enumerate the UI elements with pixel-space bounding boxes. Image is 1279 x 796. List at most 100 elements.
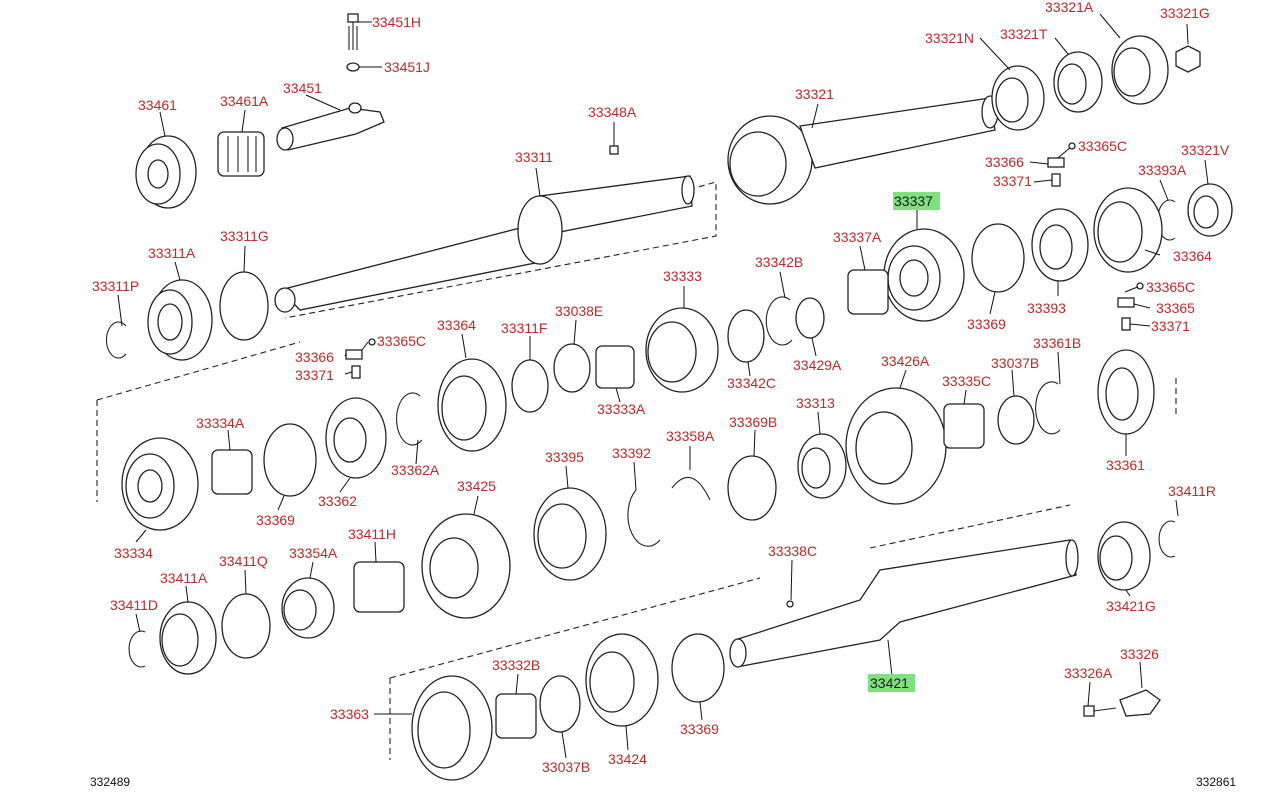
part-label-33361B[interactable]: 33361B bbox=[1033, 335, 1081, 351]
part-label-33421[interactable]: 33421 bbox=[870, 675, 909, 691]
bearing-33321V-shape bbox=[1187, 183, 1233, 237]
part-label-33311P[interactable]: 33311P bbox=[92, 278, 139, 294]
sleeve-33364-shape bbox=[1093, 187, 1163, 273]
ball-bearing-33411A-shape bbox=[159, 601, 217, 675]
part-label-33411A[interactable]: 33411A bbox=[160, 570, 208, 586]
snap-ring-33392-shape bbox=[627, 489, 661, 547]
part-label-33337[interactable]: 33337 bbox=[894, 193, 933, 209]
ball-33338C-shape bbox=[786, 600, 794, 608]
part-label-33365C-b[interactable]: 33365C bbox=[1146, 279, 1195, 295]
part-label-33321V[interactable]: 33321V bbox=[1181, 142, 1230, 158]
part-label-33333[interactable]: 33333 bbox=[663, 268, 702, 284]
part-label-33321[interactable]: 33321 bbox=[795, 86, 834, 102]
part-label-33395[interactable]: 33395 bbox=[545, 449, 584, 465]
part-label-33365C-c[interactable]: 33365C bbox=[377, 333, 426, 349]
part-label-33311F[interactable]: 33311F bbox=[501, 320, 547, 336]
part-label-33342C[interactable]: 33342C bbox=[727, 375, 776, 391]
snap-ring-33411Q-shape bbox=[221, 593, 271, 659]
assembly-outline-middle bbox=[96, 341, 1177, 502]
sleeve-33395-shape bbox=[533, 487, 607, 581]
part-label-33429A[interactable]: 33429A bbox=[793, 357, 842, 373]
spring-33371b-shape bbox=[1121, 317, 1131, 331]
part-label-33311A[interactable]: 33311A bbox=[148, 245, 196, 261]
part-label-33326[interactable]: 33326 bbox=[1120, 646, 1159, 662]
bearing-33335C-shape bbox=[943, 403, 985, 449]
part-label-33334[interactable]: 33334 bbox=[114, 545, 153, 561]
hub-33393-shape bbox=[1031, 208, 1089, 282]
hub-33362-shape bbox=[325, 397, 387, 479]
ball-bearing-33311A-shape bbox=[147, 279, 213, 361]
part-label-33037B-a[interactable]: 33037B bbox=[991, 355, 1039, 371]
key-33365-shape bbox=[1117, 297, 1135, 308]
part-label-33451J[interactable]: 33451J bbox=[384, 59, 430, 75]
part-label-33321G[interactable]: 33321G bbox=[1160, 5, 1210, 21]
part-label-33366-a[interactable]: 33366 bbox=[985, 154, 1024, 170]
part-label-33361[interactable]: 33361 bbox=[1106, 457, 1145, 473]
part-label-33364-b[interactable]: 33364 bbox=[437, 317, 476, 333]
part-label-33338C[interactable]: 33338C bbox=[768, 543, 817, 559]
part-label-33363[interactable]: 33363 bbox=[330, 706, 369, 722]
gear-33425-shape bbox=[421, 513, 511, 619]
part-label-33451[interactable]: 33451 bbox=[283, 80, 322, 96]
part-label-33369-a[interactable]: 33369 bbox=[967, 316, 1006, 332]
part-label-33313[interactable]: 33313 bbox=[796, 395, 835, 411]
part-label-33411H[interactable]: 33411H bbox=[348, 526, 396, 542]
part-label-33371-b[interactable]: 33371 bbox=[1151, 318, 1190, 334]
spring-33371-shape bbox=[1051, 173, 1061, 187]
part-label-33362[interactable]: 33362 bbox=[318, 493, 357, 509]
part-label-33411Q[interactable]: 33411Q bbox=[219, 553, 268, 569]
part-label-33364-a[interactable]: 33364 bbox=[1173, 248, 1212, 264]
part-label-33365[interactable]: 33365 bbox=[1156, 300, 1195, 316]
sleeve-33364b-shape bbox=[437, 358, 507, 452]
snap-ring-33342B-shape bbox=[765, 296, 793, 346]
leader-lines bbox=[117, 13, 1209, 759]
part-label-33425[interactable]: 33425 bbox=[457, 478, 496, 494]
bearing-33334A-shape bbox=[211, 449, 253, 495]
part-label-33321T[interactable]: 33321T bbox=[1000, 26, 1048, 42]
synchro-ring-33369b-shape bbox=[263, 423, 317, 497]
part-label-33311[interactable]: 33311 bbox=[515, 149, 553, 165]
part-label-33461[interactable]: 33461 bbox=[138, 97, 177, 113]
part-label-33365C-a[interactable]: 33365C bbox=[1078, 138, 1127, 154]
part-label-33371-a[interactable]: 33371 bbox=[993, 173, 1032, 189]
part-label-33321N[interactable]: 33321N bbox=[925, 30, 974, 46]
part-label-33369B[interactable]: 33369B bbox=[729, 414, 777, 430]
synchro-ring-33369-shape bbox=[971, 223, 1025, 293]
part-label-33371-c[interactable]: 33371 bbox=[295, 367, 334, 383]
part-label-33342B[interactable]: 33342B bbox=[755, 254, 803, 270]
part-label-33354A[interactable]: 33354A bbox=[289, 545, 338, 561]
key-33366-shape bbox=[1047, 157, 1065, 168]
part-label-33348A[interactable]: 33348A bbox=[588, 104, 637, 120]
plug-33348A-shape bbox=[609, 145, 619, 155]
part-label-33326A[interactable]: 33326A bbox=[1064, 665, 1113, 681]
snap-ring-33311P-shape bbox=[105, 321, 127, 359]
part-label-33461A[interactable]: 33461A bbox=[220, 93, 269, 109]
spring-33371c-shape bbox=[351, 365, 361, 379]
part-label-33321A[interactable]: 33321A bbox=[1045, 0, 1094, 15]
part-label-33393A[interactable]: 33393A bbox=[1138, 162, 1187, 178]
part-label-33369-b[interactable]: 33369 bbox=[256, 512, 295, 528]
part-label-33426A[interactable]: 33426A bbox=[881, 353, 930, 369]
part-label-33366-b[interactable]: 33366 bbox=[295, 349, 334, 365]
part-label-33037B-b[interactable]: 33037B bbox=[542, 759, 590, 775]
part-label-33421G[interactable]: 33421G bbox=[1106, 598, 1156, 614]
bolt-33326A-shape bbox=[1083, 705, 1117, 717]
part-label-33424[interactable]: 33424 bbox=[608, 751, 647, 767]
part-label-33358A[interactable]: 33358A bbox=[666, 428, 715, 444]
part-label-33369-c[interactable]: 33369 bbox=[680, 721, 719, 737]
part-label-33337A[interactable]: 33337A bbox=[833, 229, 882, 245]
part-label-33332B[interactable]: 33332B bbox=[492, 657, 540, 673]
synchro-ring-33369c-shape bbox=[671, 633, 725, 703]
part-label-33411R[interactable]: 33411R bbox=[1168, 483, 1216, 499]
gear-33424-shape bbox=[585, 633, 659, 727]
part-label-33362A[interactable]: 33362A bbox=[391, 462, 440, 478]
part-label-33311G[interactable]: 33311G bbox=[220, 228, 269, 244]
part-label-33335C[interactable]: 33335C bbox=[942, 373, 991, 389]
part-label-33411D[interactable]: 33411D bbox=[110, 597, 158, 613]
part-label-33451H[interactable]: 33451H bbox=[372, 14, 421, 30]
part-label-33393[interactable]: 33393 bbox=[1027, 300, 1066, 316]
part-label-33334A[interactable]: 33334A bbox=[196, 415, 245, 431]
part-label-33392[interactable]: 33392 bbox=[612, 445, 651, 461]
part-label-33038E[interactable]: 33038E bbox=[555, 303, 603, 319]
part-label-33333A[interactable]: 33333A bbox=[597, 401, 646, 417]
